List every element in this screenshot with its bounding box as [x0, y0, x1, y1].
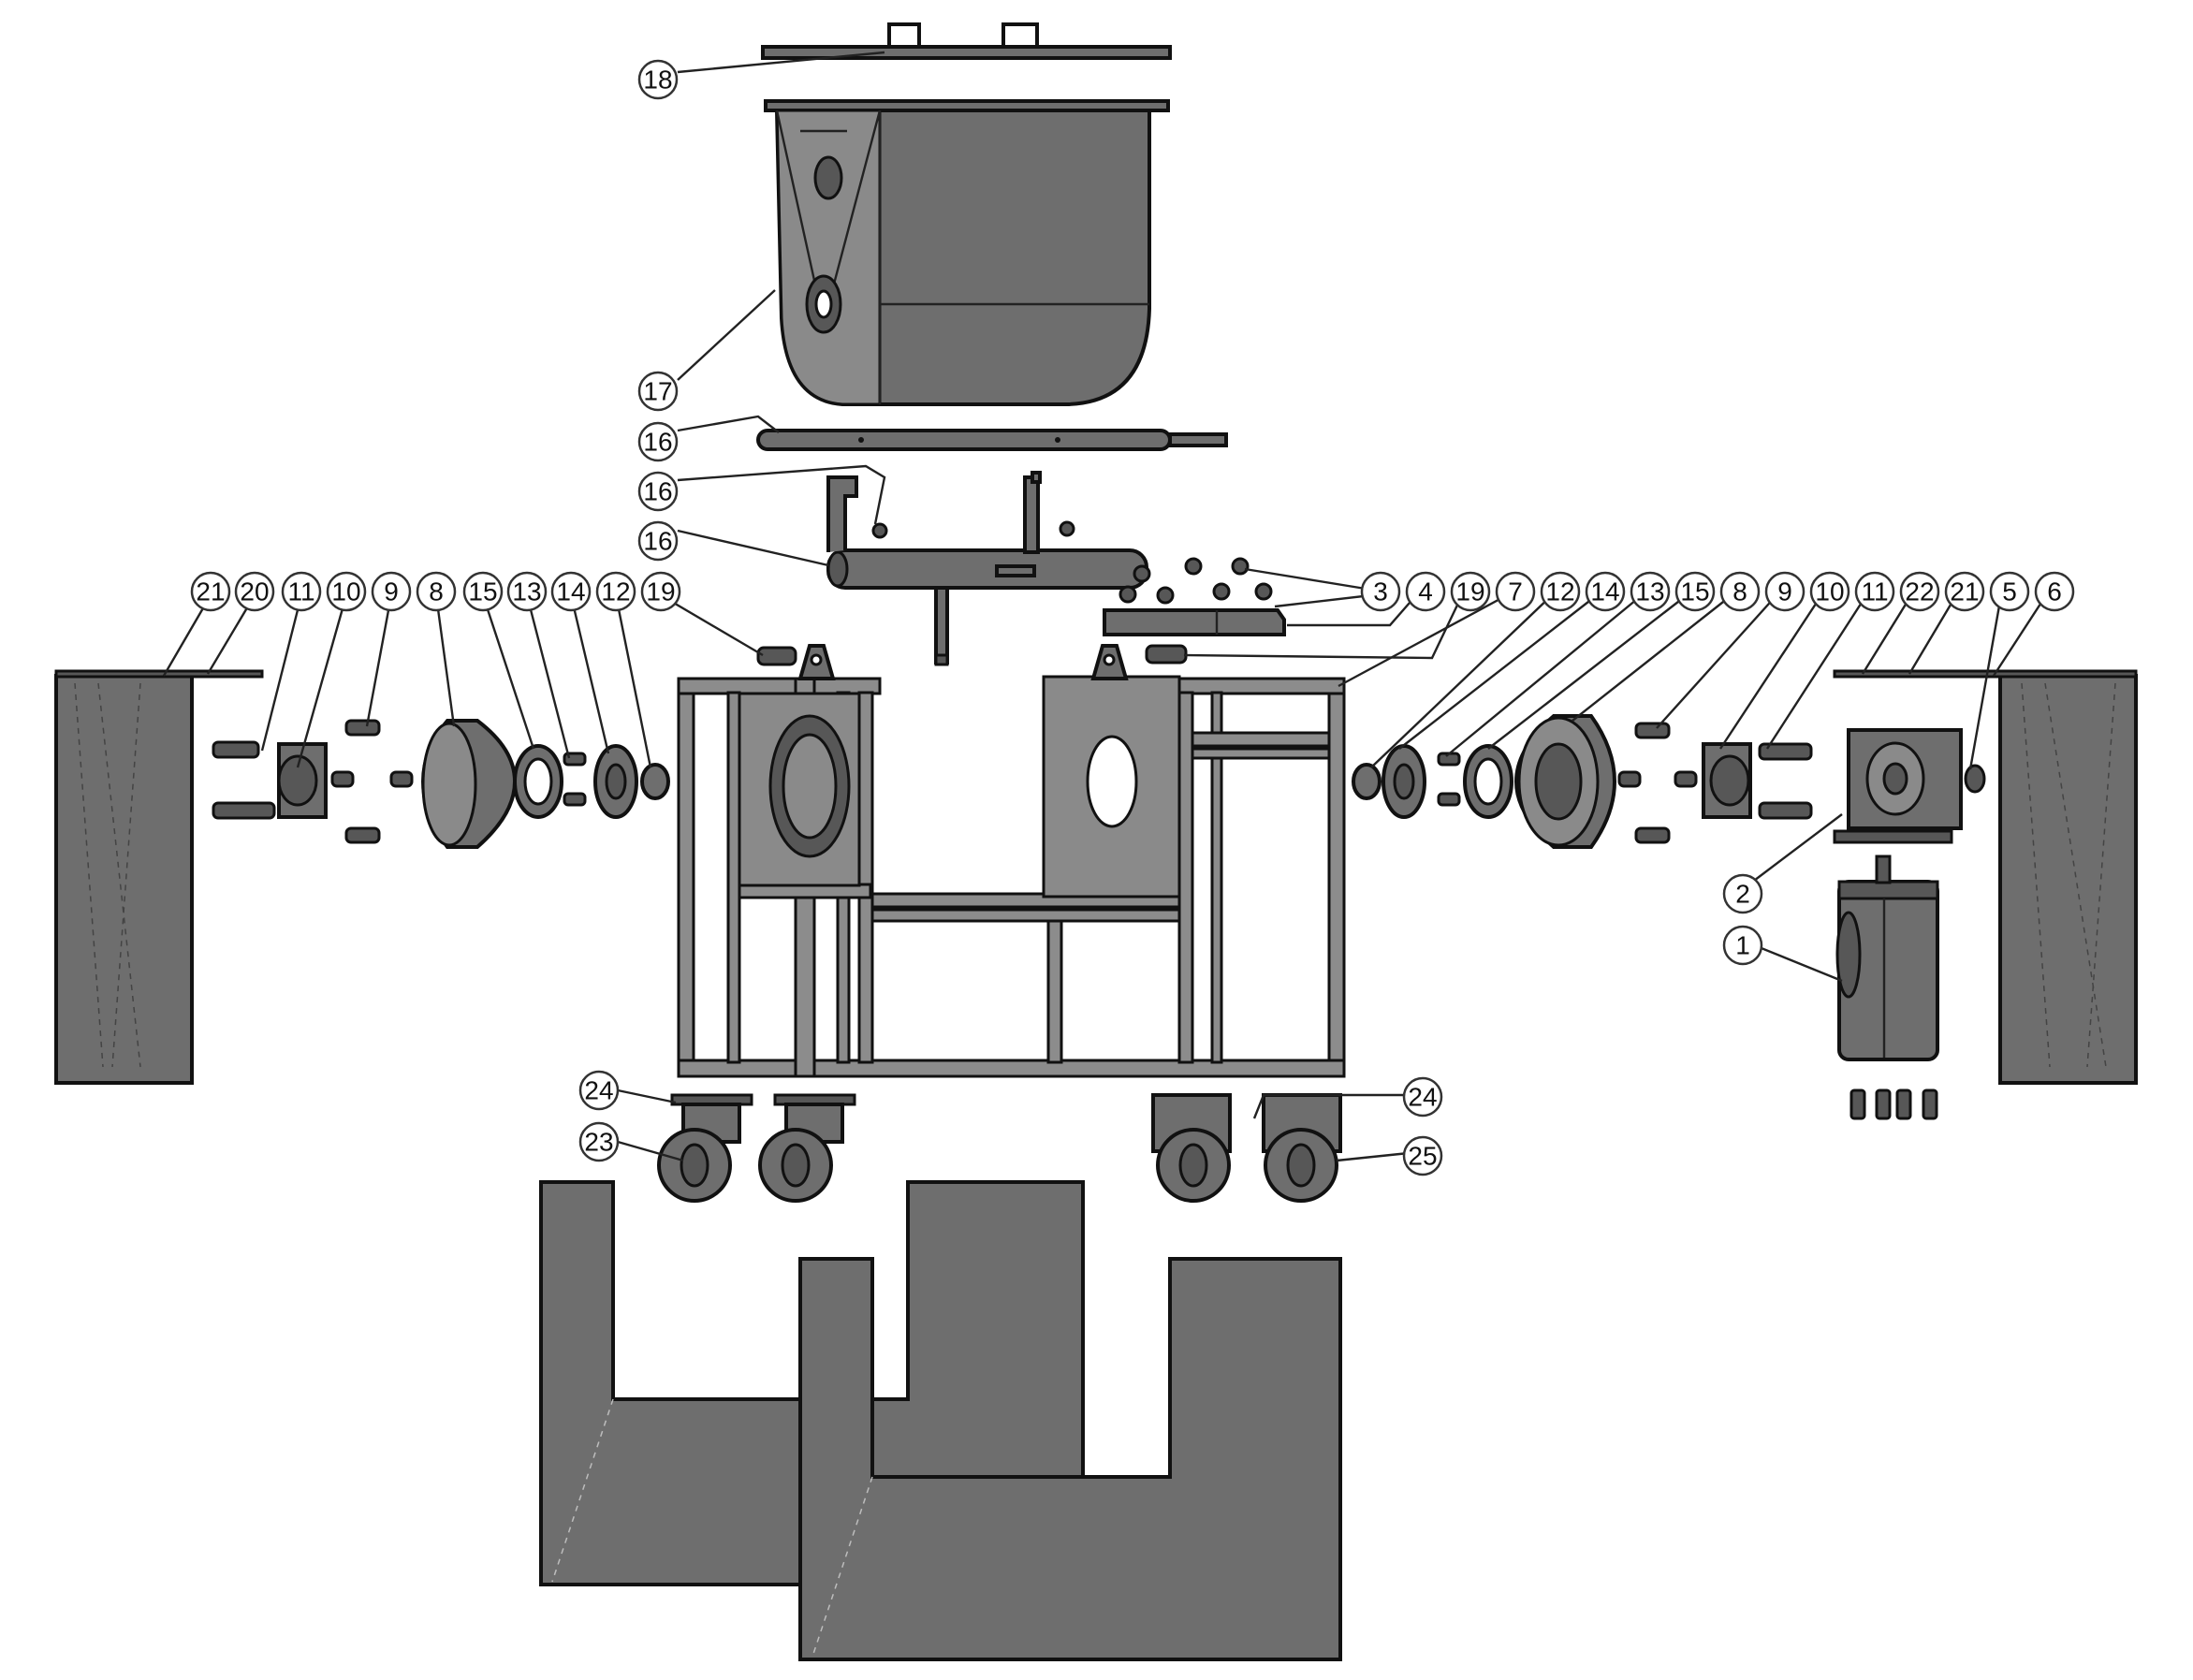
callout-13-right: 13: [1630, 571, 1671, 612]
callout-4: 4: [1405, 571, 1446, 612]
svg-text:20: 20: [240, 577, 269, 606]
svg-text:18: 18: [643, 66, 672, 95]
callout-8-right: 8: [1719, 571, 1761, 612]
svg-text:12: 12: [601, 577, 630, 606]
callout-14-right: 14: [1585, 571, 1626, 612]
svg-text:24: 24: [1408, 1083, 1437, 1112]
lid-part: [761, 22, 1172, 60]
right-gasket-strip-part: [1833, 669, 2138, 679]
callout-20: 20: [234, 571, 275, 612]
callout-10-right: 10: [1809, 571, 1850, 612]
right-side-panel-part: [1998, 674, 2138, 1085]
callout-21-right: 21: [1944, 571, 1985, 612]
svg-text:2: 2: [1735, 880, 1750, 909]
callout-19-left: 19: [640, 571, 681, 612]
gearbox-part: [1833, 728, 1986, 844]
callout-16c: 16: [637, 520, 679, 562]
callout-16a: 16: [637, 421, 679, 462]
svg-text:16: 16: [643, 527, 672, 556]
svg-text:7: 7: [1508, 577, 1523, 606]
svg-text:10: 10: [1815, 577, 1844, 606]
callout-19-right: 19: [1450, 571, 1491, 612]
main-frame-part: [677, 644, 1346, 1078]
callout-21-left: 21: [190, 571, 231, 612]
callout-10-left: 10: [326, 571, 367, 612]
caster-left-2-part: [758, 1093, 856, 1203]
callout-2: 2: [1722, 873, 1763, 914]
svg-text:19: 19: [646, 577, 675, 606]
callout-11-right: 11: [1854, 571, 1895, 612]
callout-24-left: 24: [578, 1070, 620, 1111]
svg-text:12: 12: [1545, 577, 1574, 606]
svg-text:15: 15: [468, 577, 497, 606]
callout-3: 3: [1360, 571, 1401, 612]
callout-23: 23: [578, 1121, 620, 1162]
svg-text:23: 23: [584, 1128, 613, 1157]
callout-14-left: 14: [550, 571, 592, 612]
main-shaft-part: [756, 429, 1228, 451]
svg-text:21: 21: [1950, 577, 1979, 606]
svg-text:22: 22: [1905, 577, 1934, 606]
callout-7: 7: [1495, 571, 1536, 612]
callout-22: 22: [1899, 571, 1940, 612]
svg-text:24: 24: [584, 1076, 613, 1105]
svg-text:16: 16: [643, 477, 672, 506]
svg-text:10: 10: [331, 577, 360, 606]
left-side-panel-part: [54, 674, 194, 1085]
callout-13-left: 13: [506, 571, 548, 612]
callout-11-left: 11: [281, 571, 322, 612]
svg-text:13: 13: [512, 577, 541, 606]
callout-6: 6: [2034, 571, 2075, 612]
svg-text:14: 14: [556, 577, 585, 606]
svg-text:11: 11: [287, 577, 314, 606]
callout-12-right: 12: [1540, 571, 1581, 612]
callout-16b: 16: [637, 471, 679, 512]
callout-15-right: 15: [1674, 571, 1716, 612]
svg-text:13: 13: [1635, 577, 1664, 606]
mounting-plate-part: [1103, 557, 1286, 636]
callout-9-right: 9: [1764, 571, 1806, 612]
svg-text:8: 8: [1732, 577, 1747, 606]
callout-bubbles: 18 17 16 16 16 21 20 11 10 9 8 15 13 14 …: [190, 59, 2075, 1176]
motor-part: [1835, 855, 1939, 1120]
svg-text:21: 21: [196, 577, 225, 606]
callout-15-left: 15: [462, 571, 504, 612]
caster-right-2-part: [1262, 1093, 1342, 1203]
svg-text:5: 5: [2002, 577, 2017, 606]
frame-bolts-part: [756, 644, 1188, 666]
svg-text:6: 6: [2047, 577, 2062, 606]
svg-text:4: 4: [1418, 577, 1433, 606]
right-bearing-stack-part: [1352, 714, 1813, 849]
callout-12-left: 12: [595, 571, 636, 612]
svg-text:9: 9: [384, 577, 399, 606]
agitator-arm-part: [826, 471, 1148, 666]
callout-5: 5: [1989, 571, 2030, 612]
svg-text:14: 14: [1590, 577, 1619, 606]
left-gasket-strip-part: [54, 669, 264, 679]
svg-text:25: 25: [1408, 1142, 1437, 1171]
bottom-plate-front-part: [798, 1257, 1342, 1661]
callout-8-left: 8: [416, 571, 457, 612]
svg-text:19: 19: [1455, 577, 1484, 606]
svg-text:1: 1: [1735, 931, 1750, 960]
callout-9-left: 9: [371, 571, 412, 612]
svg-text:11: 11: [1861, 577, 1888, 606]
callout-25: 25: [1402, 1135, 1443, 1176]
caster-left-1-part: [657, 1093, 753, 1203]
caster-right-1-part: [1151, 1093, 1232, 1203]
svg-text:15: 15: [1680, 577, 1709, 606]
mixing-trough-part: [764, 99, 1170, 406]
callout-1: 1: [1722, 925, 1763, 966]
svg-text:8: 8: [429, 577, 444, 606]
callout-18: 18: [637, 59, 679, 100]
svg-text:17: 17: [643, 377, 672, 406]
svg-text:9: 9: [1777, 577, 1792, 606]
svg-text:3: 3: [1373, 577, 1388, 606]
callout-17: 17: [637, 371, 679, 412]
svg-text:16: 16: [643, 428, 672, 457]
left-bearing-stack-part: [212, 719, 670, 849]
callout-24-right: 24: [1402, 1076, 1443, 1118]
